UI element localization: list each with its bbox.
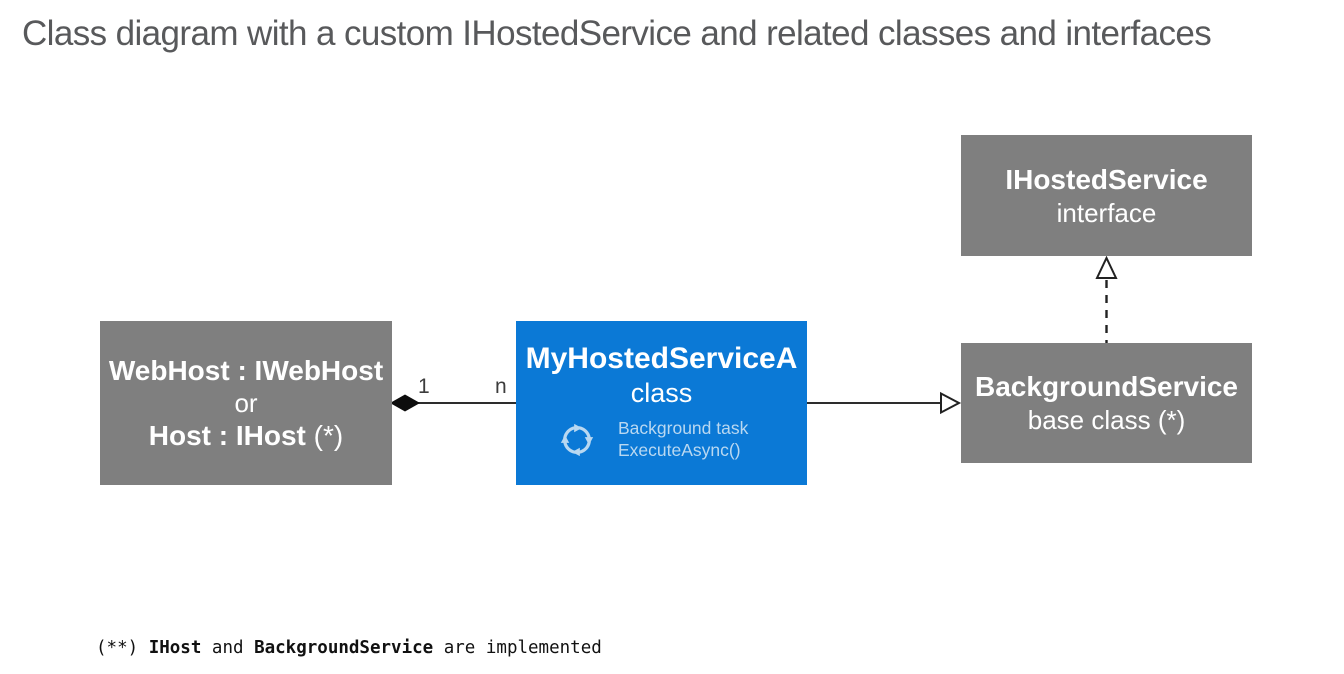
- node-webhost-line2: or: [234, 388, 258, 418]
- background-task-row: Background task ExecuteAsync(): [516, 418, 807, 461]
- sync-arrows-icon: [559, 423, 595, 458]
- node-myhostedservicea-subtitle: class: [630, 378, 693, 408]
- realization-triangle: [1095, 255, 1118, 279]
- node-webhost-line3: Host : IHost (*): [100, 419, 392, 452]
- footnote-line1: (**) IHost and BackgroundService are imp…: [96, 635, 602, 661]
- background-task-label: Background task ExecuteAsync(): [618, 418, 748, 461]
- footnote-l1d: BackgroundService: [254, 638, 434, 658]
- inheritance-triangle: [940, 391, 962, 415]
- multiplicity-label-1: 1: [418, 375, 430, 398]
- node-webhost-line1: WebHost : IWebHost: [108, 355, 384, 386]
- footnote-l1a: (**): [96, 638, 149, 658]
- node-myhostedservicea-name: MyHostedServiceA: [525, 342, 798, 375]
- node-ihostedservice-name: IHostedService: [1005, 163, 1208, 195]
- page-title: Class diagram with a custom IHostedServi…: [22, 14, 1212, 53]
- footnote: (**) IHost and BackgroundService are imp…: [96, 583, 602, 674]
- node-ihostedservice-subtitle: interface: [1056, 197, 1157, 228]
- footnote-l1b: IHost: [148, 638, 202, 658]
- node-webhost: WebHost : IWebHost or Host : IHost (*): [100, 321, 392, 485]
- composition-diamond: [390, 394, 420, 412]
- footnote-l1c: and: [201, 638, 255, 658]
- node-backgroundservice-subtitle: base class (*): [1027, 405, 1186, 435]
- node-backgroundservice-name: BackgroundService: [975, 371, 1238, 402]
- node-myhostedservicea: MyHostedServiceA class Background task E…: [516, 321, 807, 485]
- node-ihostedservice: IHostedService interface: [961, 135, 1252, 256]
- background-task-line1: Background task: [618, 418, 749, 438]
- node-webhost-line3-light: (*): [305, 420, 344, 451]
- background-task-line2: ExecuteAsync(): [618, 439, 741, 460]
- multiplicity-label-n: n: [495, 375, 507, 398]
- node-backgroundservice: BackgroundService base class (*): [961, 343, 1252, 463]
- node-webhost-line3-bold: Host : IHost: [148, 420, 306, 451]
- footnote-l1e: are implemented: [433, 638, 602, 658]
